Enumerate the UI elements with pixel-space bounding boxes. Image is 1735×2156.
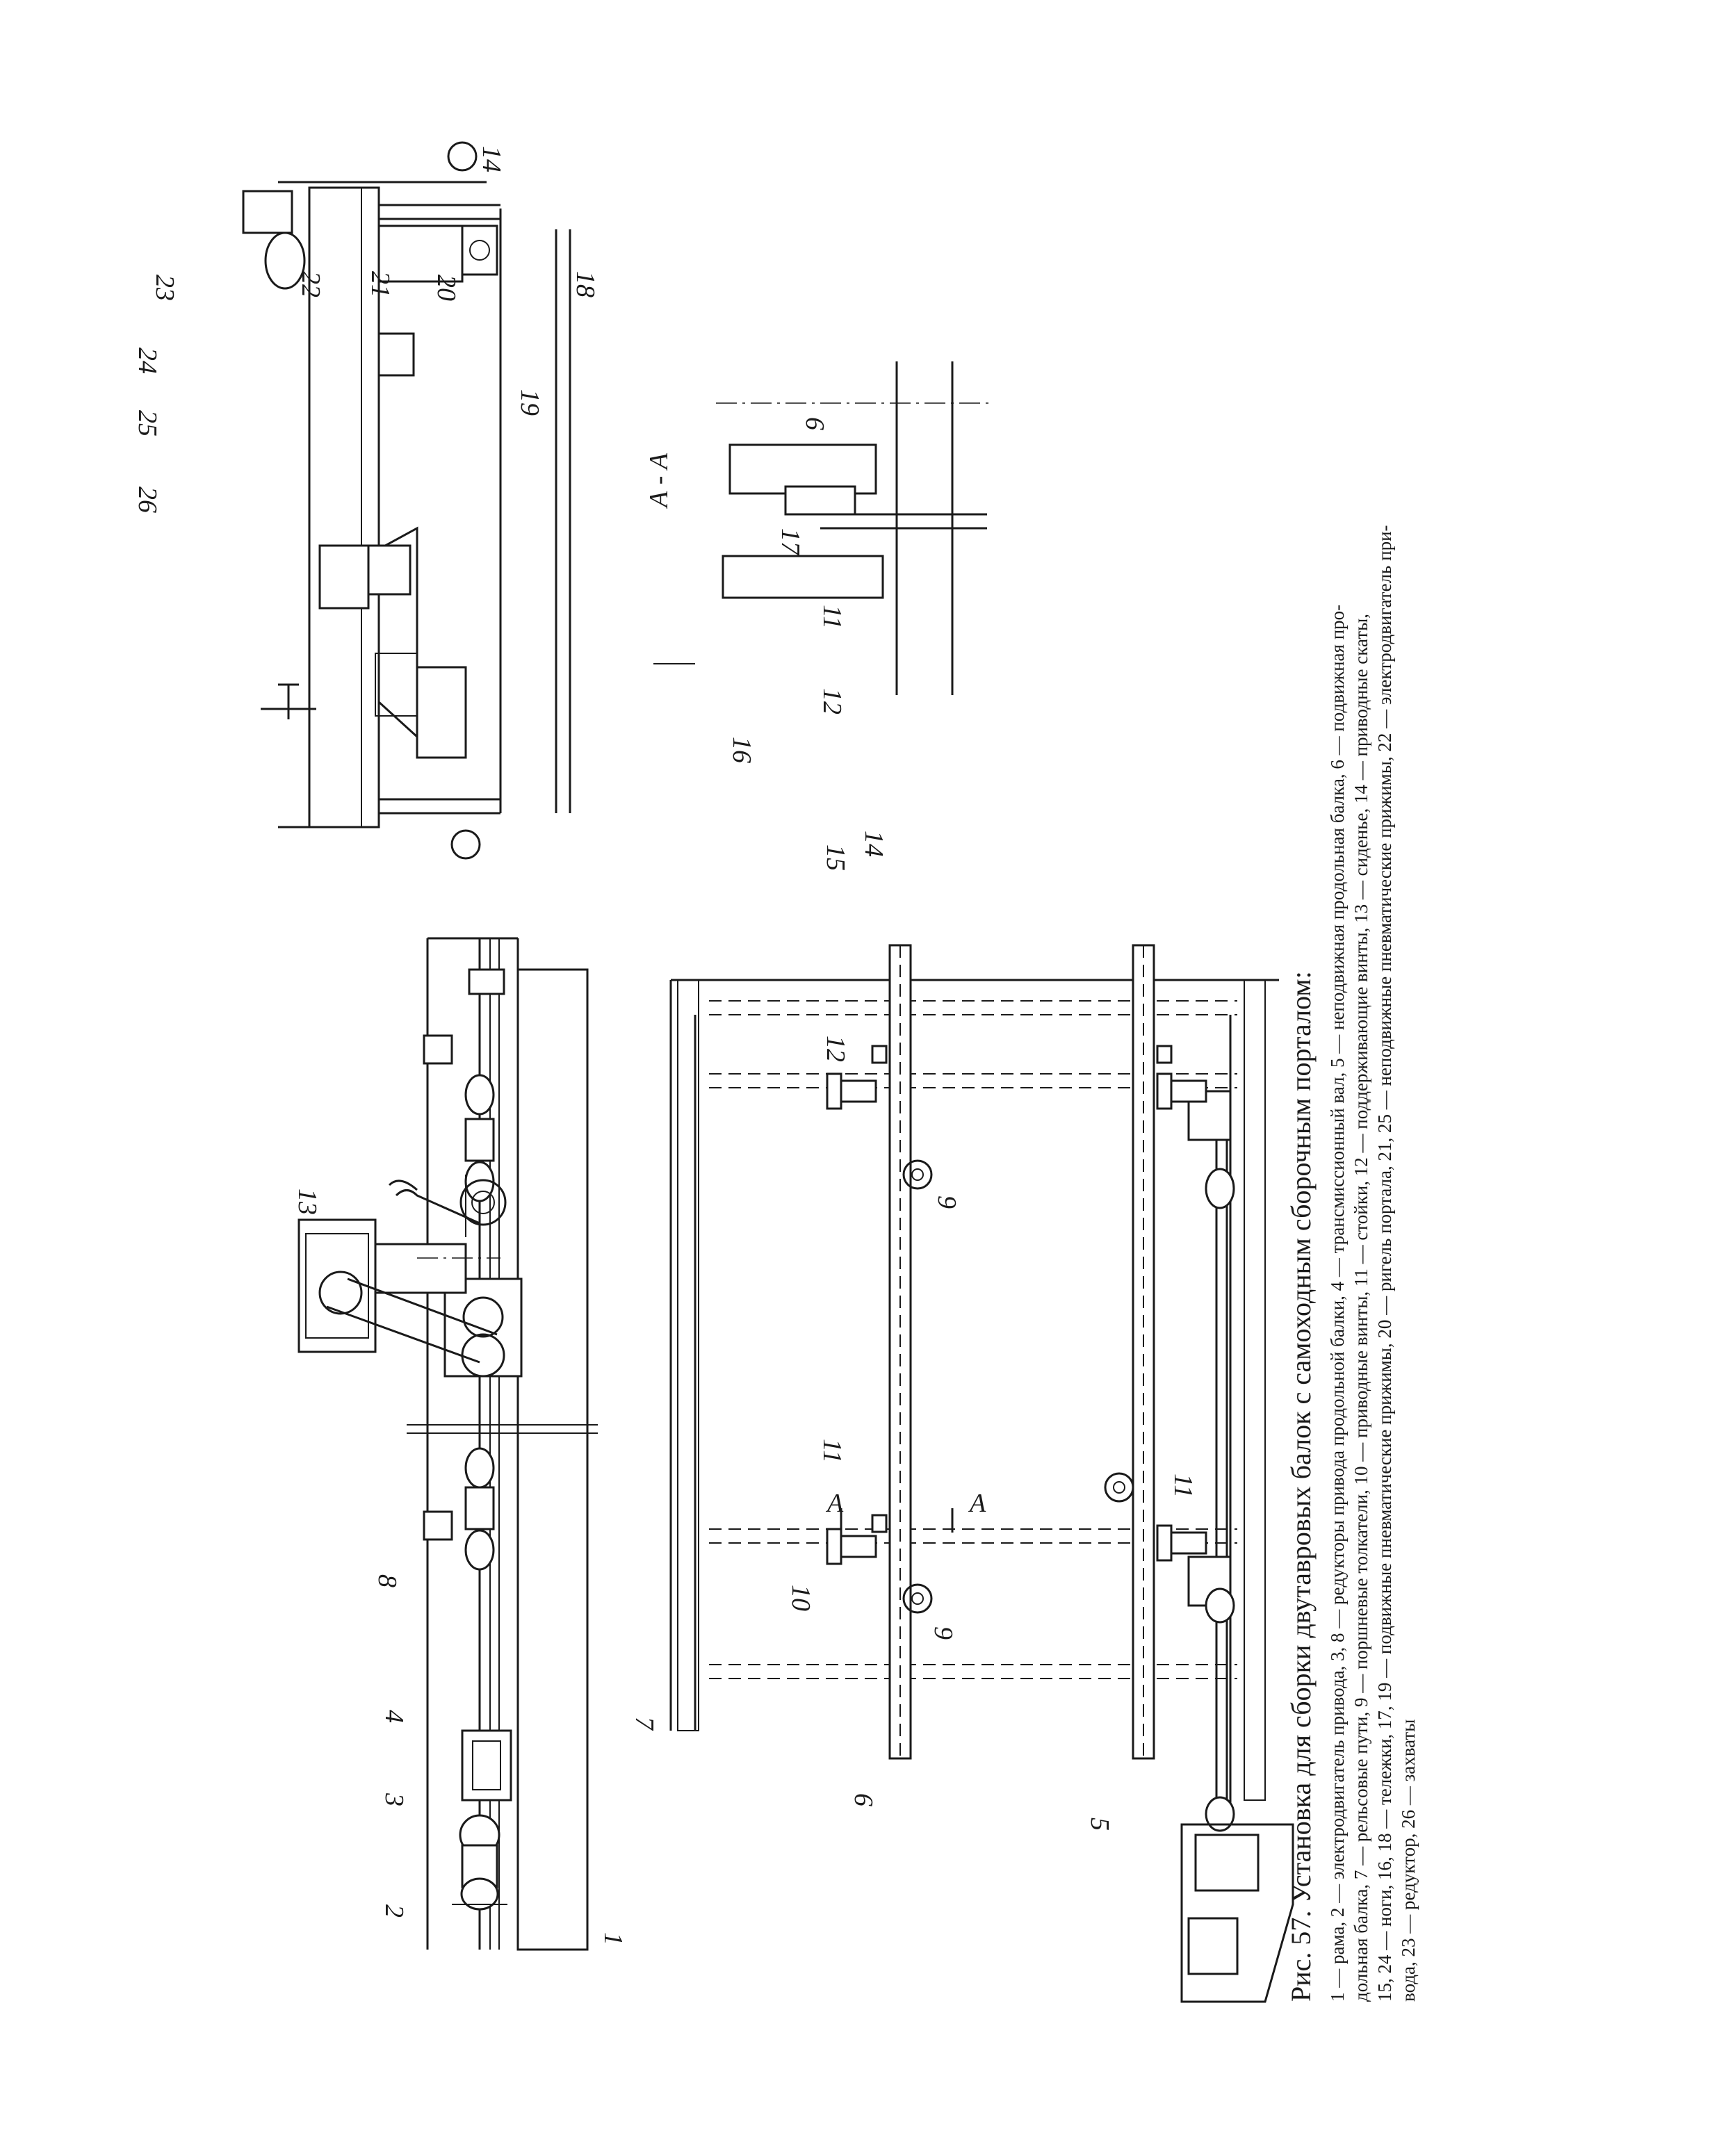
- beam-6-section: [728, 443, 877, 495]
- label-9-upper: 9: [932, 1195, 961, 1209]
- caption-title: Рис. 57. Установка для сборки двутавровы…: [1285, 971, 1317, 2002]
- reducer-23: [242, 190, 293, 234]
- upright-11-section: [722, 555, 884, 599]
- section-arrow-a-left: А: [825, 1489, 844, 1518]
- label-23: 23: [150, 275, 179, 301]
- figure-caption: Рис. 57. Установка для сборки двутавровы…: [1285, 525, 1419, 2002]
- label-8: 8: [373, 1574, 402, 1587]
- seat-13: [388, 1179, 480, 1225]
- label-5: 5: [1085, 1818, 1114, 1831]
- label-22: 22: [296, 271, 325, 297]
- carriage-18: [318, 544, 370, 610]
- beam-6-movable: [888, 944, 912, 1760]
- label-13: 13: [293, 1189, 322, 1215]
- label-12-section: 12: [817, 688, 847, 714]
- label-19: 19: [515, 389, 544, 416]
- rail-7-right: [1244, 979, 1266, 1801]
- label-15: 15: [821, 844, 850, 871]
- legend-line-3: 15, 24 — ноги, 16, 18 — тележки, 17, 19 …: [1374, 525, 1395, 2002]
- section-arrow-a-right: А: [968, 1489, 986, 1518]
- label-1: 1: [598, 1932, 628, 1945]
- label-16: 16: [727, 737, 756, 763]
- clamp-25: [377, 224, 464, 283]
- label-11-plan-right: 11: [1168, 1473, 1198, 1498]
- clamp-19: [367, 544, 412, 596]
- frame-base: [516, 968, 589, 1951]
- part-labels: 1 2 3 4 5 6 7 8 9 9 10 11 11 12 13 11 12…: [133, 146, 1198, 1945]
- label-21: 21: [366, 271, 395, 297]
- portal-carriage: [298, 1175, 523, 1378]
- section-a-a: А - А: [644, 361, 994, 695]
- clamp-17: [416, 666, 467, 759]
- portal-view: [242, 141, 571, 860]
- grips-26: [461, 224, 498, 276]
- label-11-plan-left: 11: [817, 1439, 847, 1463]
- reducer-3: [461, 1729, 512, 1802]
- legend-line-4: вода, 23 — редуктор, 26 — захваты: [1398, 1720, 1419, 2002]
- label-26: 26: [133, 487, 162, 513]
- label-9-lower: 9: [929, 1626, 958, 1640]
- side-elevation-view: [298, 937, 598, 1951]
- motor-2: [452, 1814, 507, 1911]
- legend-line-1: 1 — рама, 2 — электродвигатель привода, …: [1327, 605, 1348, 2002]
- label-12-plan: 12: [821, 1036, 850, 1062]
- label-24: 24: [133, 348, 162, 374]
- portal-girder-20: [308, 186, 380, 828]
- label-17: 17: [776, 528, 805, 556]
- label-4: 4: [380, 1710, 409, 1723]
- label-11-section: 11: [817, 605, 847, 629]
- section-a-a-title: А - А: [644, 452, 674, 509]
- label-3: 3: [380, 1792, 409, 1806]
- label-20: 20: [432, 275, 461, 301]
- label-7: 7: [630, 1717, 659, 1731]
- label-6: 6: [849, 1793, 878, 1806]
- label-2: 2: [380, 1904, 409, 1918]
- label-10: 10: [786, 1585, 815, 1611]
- clamp-21: [377, 332, 415, 377]
- label-14-left: 14: [859, 831, 888, 857]
- label-18: 18: [571, 271, 600, 297]
- reducer-8: [423, 1447, 495, 1571]
- label-6-section: 6: [800, 417, 829, 430]
- plan-view: А А: [669, 944, 1294, 2003]
- legend-line-2: дольная балка, 7 — рельсовые пути, 9 — п…: [1351, 614, 1371, 2002]
- label-14-right: 14: [477, 146, 506, 172]
- label-25: 25: [133, 410, 162, 436]
